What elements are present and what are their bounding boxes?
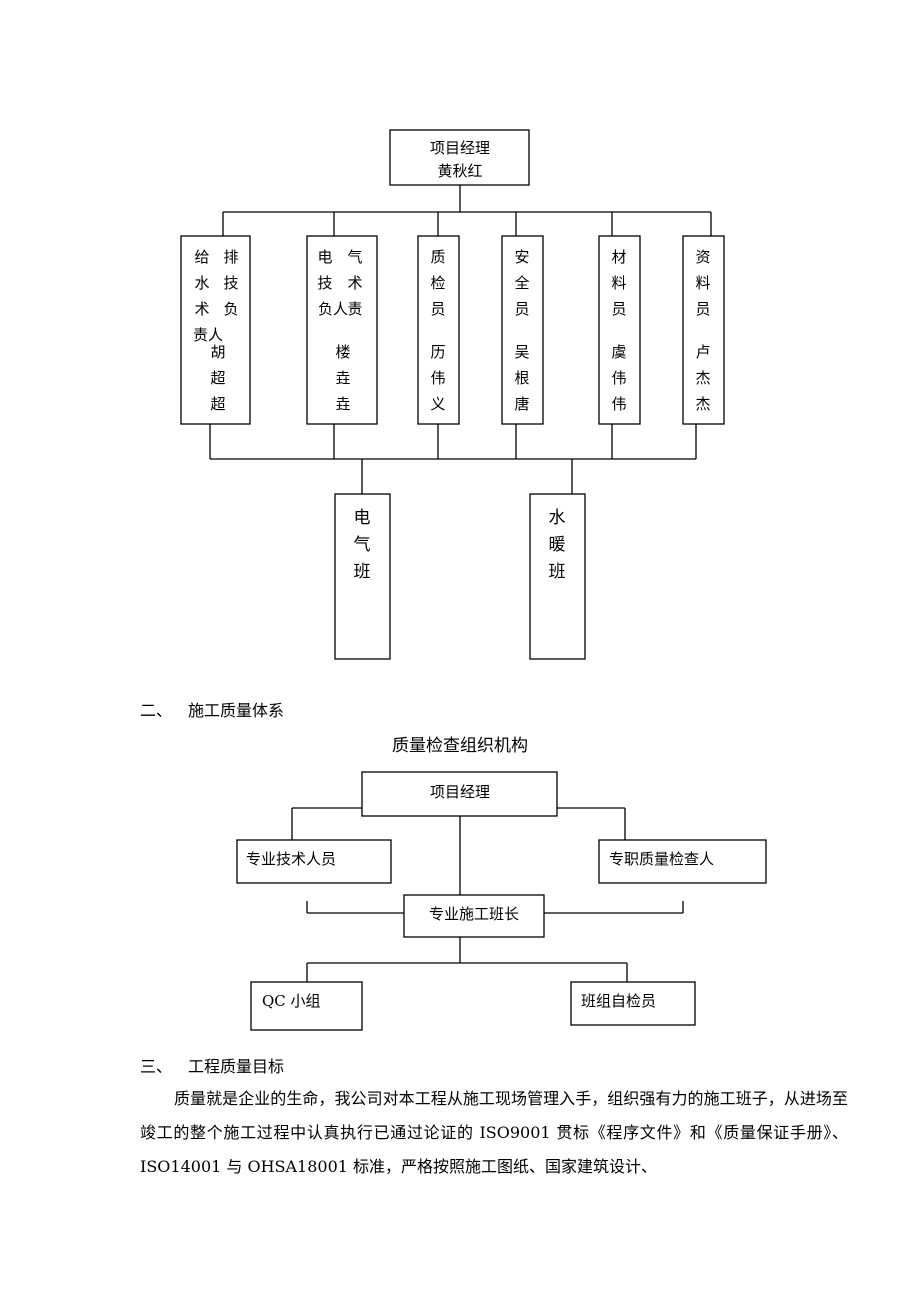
staff-char: 杰 (695, 395, 710, 413)
staff-char: 伟 (611, 369, 626, 387)
team-char: 暖 (549, 535, 566, 555)
staff-char: 超 (210, 369, 225, 387)
quality-inspector-box (598, 839, 767, 884)
team-box-electrical-team (334, 493, 391, 660)
staff-char: 胡 (210, 343, 225, 361)
staff-char: 员 (611, 300, 626, 318)
staff-char: 伟 (430, 369, 445, 387)
staff-char: 责人 (193, 326, 223, 344)
manager-box (389, 129, 530, 186)
staff-char: 技 (223, 274, 238, 292)
staff-box-documents-officer (682, 235, 725, 425)
staff-char: 垚 (335, 395, 350, 413)
staff-char: 电 (317, 248, 332, 266)
staff-char: 员 (514, 300, 529, 318)
staff-char: 吴 (514, 343, 529, 361)
quality-chart: 项目经理 专业技术人员 专职质量检查人 专业施工班长 QC 小组 班组自检员 (236, 771, 767, 1031)
staff-char: 垚 (335, 369, 350, 387)
self-check-label: 班组自检员 (581, 992, 656, 1010)
staff-char: 义 (430, 395, 445, 413)
quality-goal-paragraph: 质量就是企业的生命，我公司对本工程从施工现场管理入手，组织强有力的施工班子，从进… (140, 1089, 848, 1176)
tech-staff-label: 专业技术人员 (246, 850, 336, 868)
staff-char: 资 (695, 248, 710, 266)
staff-box-electrical-tech-lead (306, 235, 378, 425)
staff-char: 质 (430, 248, 445, 266)
staff-char: 超 (210, 395, 225, 413)
tech-staff-box (236, 839, 392, 884)
staff-char: 负 (223, 300, 238, 318)
staff-char: 历 (430, 343, 445, 361)
section-3-heading: 三、工程质量目标 (140, 1053, 284, 1077)
team-char: 班 (354, 562, 371, 582)
staff-char: 卢 (695, 343, 710, 361)
staff-char: 水 (194, 274, 209, 292)
staff-char: 安 (514, 248, 529, 266)
staff-char: 杰 (695, 369, 710, 387)
qc-manager-label: 项目经理 (430, 783, 490, 801)
staff-char: 术 (347, 274, 362, 292)
self-check-box (570, 981, 696, 1026)
staff-box-materials-officer (598, 235, 641, 425)
staff-char: 楼 (335, 343, 350, 361)
staff-char: 给 (194, 248, 209, 266)
team-char: 电 (354, 508, 371, 528)
team-leader-label: 专业施工班长 (429, 905, 519, 923)
staff-char: 唐 (514, 395, 529, 413)
quality-inspector-label: 专职质量检查人 (609, 850, 714, 868)
staff-char: 排 (223, 248, 238, 266)
staff-char: 术 (194, 300, 209, 318)
staff-char: 员 (695, 300, 710, 318)
qc-group-box (250, 981, 363, 1031)
team-leader-box (403, 894, 545, 938)
staff-char: 技 (317, 274, 332, 292)
manager-title: 项目经理 (430, 139, 490, 157)
section-title: 施工质量体系 (188, 701, 285, 720)
org-chart: 项目经理 黄秋红 给 水 术 责人 排 技 负 胡 超 超 电 技 负人 气 术… (180, 129, 725, 660)
staff-char: 虞 (611, 343, 626, 361)
staff-box-safety-officer (501, 235, 544, 425)
staff-char: 负人 (318, 300, 348, 318)
staff-char: 材 (611, 248, 626, 266)
quality-chart-caption: 质量检查组织机构 (392, 736, 528, 756)
staff-char: 料 (611, 274, 626, 292)
team-char: 水 (549, 508, 566, 528)
manager-name: 黄秋红 (437, 162, 482, 180)
section-number: 二、 (140, 701, 173, 720)
staff-char: 检 (430, 274, 445, 292)
staff-char: 根 (514, 369, 529, 387)
section-2-heading: 二、施工质量体系 (140, 697, 284, 721)
staff-box-plumbing-tech-lead (180, 235, 251, 425)
team-box-hvac-plumbing-team (529, 493, 586, 660)
staff-char: 伟 (611, 395, 626, 413)
staff-char: 责 (347, 300, 362, 318)
staff-char: 料 (695, 274, 710, 292)
section-title: 工程质量目标 (188, 1057, 285, 1076)
staff-char: 气 (347, 248, 362, 266)
staff-char: 全 (514, 274, 529, 292)
team-char: 气 (354, 535, 371, 555)
team-char: 班 (549, 562, 566, 582)
section-number: 三、 (140, 1057, 173, 1076)
staff-char: 员 (430, 300, 445, 318)
qc-group-label: QC 小组 (262, 992, 321, 1010)
